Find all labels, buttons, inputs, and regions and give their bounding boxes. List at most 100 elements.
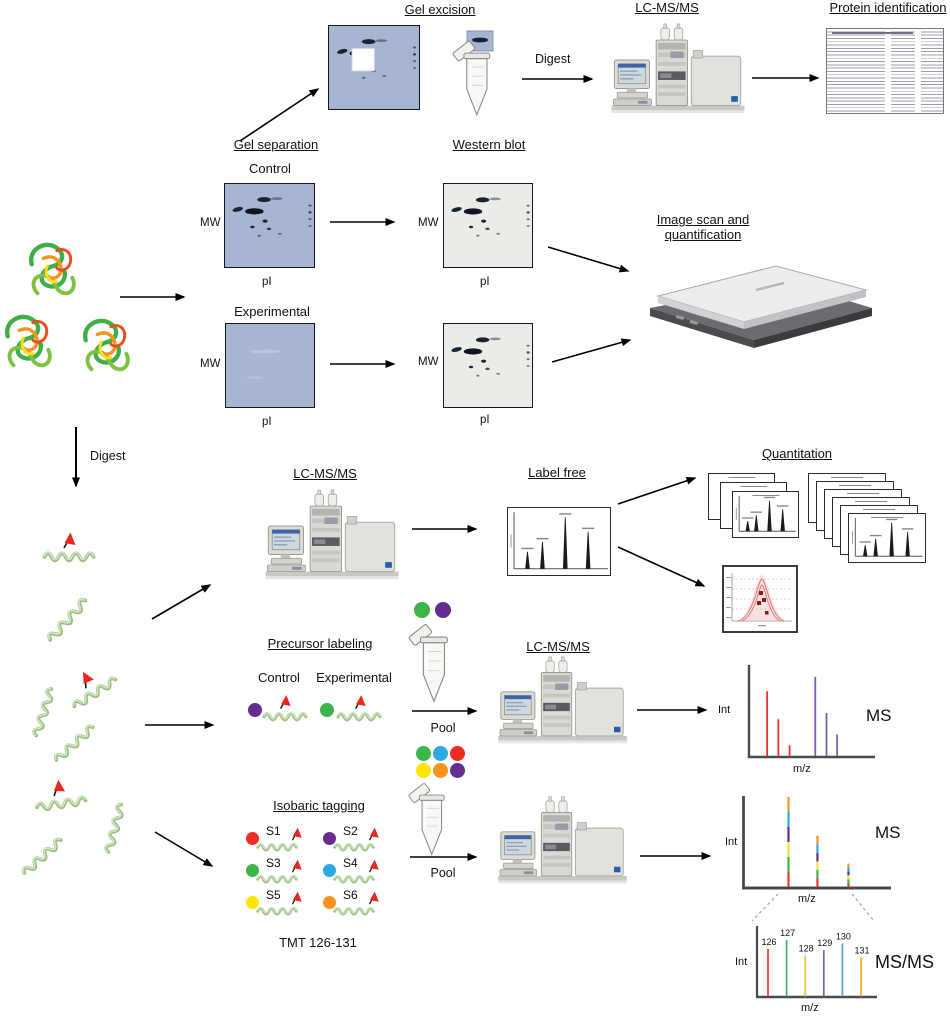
image-scan-line1: Image scan and bbox=[656, 212, 750, 227]
pi-axis-label: pI bbox=[262, 276, 272, 288]
eppendorf-tube bbox=[408, 620, 456, 706]
pi-axis-label: pI bbox=[480, 414, 490, 426]
label-free-chromatogram bbox=[507, 507, 611, 576]
peptide bbox=[255, 905, 299, 916]
peptide bbox=[255, 873, 299, 884]
precursor-experimental-label: Experimental bbox=[316, 670, 392, 685]
digest-left-label: Digest bbox=[90, 449, 126, 463]
sample-label: S6 bbox=[343, 888, 358, 902]
lcms-instrument bbox=[608, 22, 748, 117]
ptm-flag-icon bbox=[291, 859, 303, 873]
int-axis-label: Int bbox=[725, 836, 738, 848]
isobaric-tagging-title: Isobaric tagging bbox=[273, 798, 365, 813]
lcms-instrument bbox=[495, 655, 630, 747]
isobaric-pool-label: Pool bbox=[430, 866, 456, 880]
label-dot bbox=[450, 746, 465, 761]
peptide-flagged bbox=[51, 668, 130, 718]
precursor-labeling-title: Precursor labeling bbox=[267, 636, 373, 651]
peptide bbox=[47, 718, 101, 769]
pi-axis-label: pI bbox=[262, 416, 272, 428]
int-axis-label: Int bbox=[718, 704, 731, 716]
peptide bbox=[332, 873, 376, 884]
lcms-precursor-title: LC-MS/MS bbox=[526, 639, 590, 654]
chromatogram-panel bbox=[732, 491, 799, 538]
quantitation-stack-left bbox=[708, 473, 803, 541]
experimental-gel-label: Experimental bbox=[234, 304, 310, 319]
ptm-flag-icon bbox=[291, 891, 303, 905]
arrow-western-to-scanner bbox=[547, 246, 630, 273]
label-dot bbox=[416, 746, 431, 761]
ptm-flag-icon bbox=[291, 827, 303, 841]
label-free-title: Label free bbox=[528, 465, 586, 480]
zoom-dash-left bbox=[751, 893, 779, 922]
eppendorf-tube bbox=[452, 36, 498, 120]
sample-color-dot bbox=[246, 832, 259, 845]
sample-label: S1 bbox=[266, 824, 281, 838]
isobaric-ms-spectrum bbox=[742, 796, 891, 890]
mw-axis-label: MW bbox=[418, 356, 439, 368]
sample-s5: S5 bbox=[240, 888, 316, 920]
sample-color-dot bbox=[246, 864, 259, 877]
mw-axis-label: MW bbox=[418, 217, 439, 229]
ptm-flag-icon bbox=[279, 694, 292, 710]
arrow-labelfree-to-stacks bbox=[617, 476, 697, 505]
digest-top-label: Digest bbox=[535, 52, 571, 66]
arrow-peptides-to-isobaric bbox=[154, 831, 214, 867]
sample-s3: S3 bbox=[240, 856, 316, 888]
chromatogram-panel bbox=[848, 513, 926, 563]
excised-gel-image bbox=[328, 25, 420, 110]
precursor-ms-spectrum bbox=[747, 665, 875, 759]
sample-label: S2 bbox=[343, 824, 358, 838]
sample-s2: S2 bbox=[317, 824, 393, 856]
control-labeled-peptide bbox=[248, 694, 312, 728]
mw-axis-label: MW bbox=[200, 358, 221, 370]
tmt-label: TMT 126-131 bbox=[279, 935, 357, 950]
peptide bbox=[15, 831, 69, 882]
ms-annotation: MS bbox=[875, 823, 901, 842]
precursor-pool-dots bbox=[414, 602, 451, 618]
protein-structure bbox=[24, 236, 82, 306]
extracted-ion-peak-panel bbox=[722, 565, 798, 633]
experimental-2d-gel bbox=[225, 323, 315, 408]
peptide-flagged bbox=[17, 778, 105, 816]
peptide bbox=[332, 905, 376, 916]
lcms-instrument bbox=[495, 795, 630, 887]
reporter-ion-label: 131 bbox=[854, 945, 869, 955]
gel-separation-title: Gel separation bbox=[233, 137, 319, 152]
precursor-control-label: Control bbox=[258, 670, 300, 685]
reporter-ion-label: 130 bbox=[836, 932, 851, 942]
sample-color-dot bbox=[323, 896, 336, 909]
msms-annotation: MS/MS bbox=[875, 952, 935, 972]
quantitation-stack-right bbox=[808, 473, 930, 568]
gel-excision-title: Gel excision bbox=[404, 2, 476, 17]
isobaric-pool-dots bbox=[416, 746, 465, 778]
sample-color-dot bbox=[323, 832, 336, 845]
flatbed-scanner bbox=[636, 256, 876, 356]
label-dot bbox=[414, 602, 430, 618]
protein-structure bbox=[0, 308, 58, 378]
precursor-pool-label: Pool bbox=[430, 721, 456, 735]
label-dot bbox=[416, 763, 431, 778]
sample-label: S3 bbox=[266, 856, 281, 870]
lcms-mid-title: LC-MS/MS bbox=[293, 466, 357, 481]
sample-s4: S4 bbox=[317, 856, 393, 888]
reporter-ion-label: 128 bbox=[799, 943, 814, 953]
label-dot bbox=[433, 746, 448, 761]
green-label-dot bbox=[320, 703, 334, 717]
sample-label: S4 bbox=[343, 856, 358, 870]
control-western-blot bbox=[443, 183, 533, 268]
ms-annotation: MS bbox=[866, 706, 892, 725]
reporter-ion-label: 127 bbox=[780, 928, 795, 938]
protein-id-title: Protein identification bbox=[829, 0, 947, 15]
label-dot bbox=[435, 602, 451, 618]
image-scan-title: Image scan and quantification bbox=[633, 212, 773, 243]
zoom-dash-right bbox=[851, 893, 875, 922]
protein-id-table bbox=[826, 28, 944, 114]
purple-label-dot bbox=[248, 703, 262, 717]
pi-axis-label: pI bbox=[480, 276, 490, 288]
mz-axis-label: m/z bbox=[801, 1002, 819, 1014]
ptm-flag-icon bbox=[368, 827, 380, 841]
